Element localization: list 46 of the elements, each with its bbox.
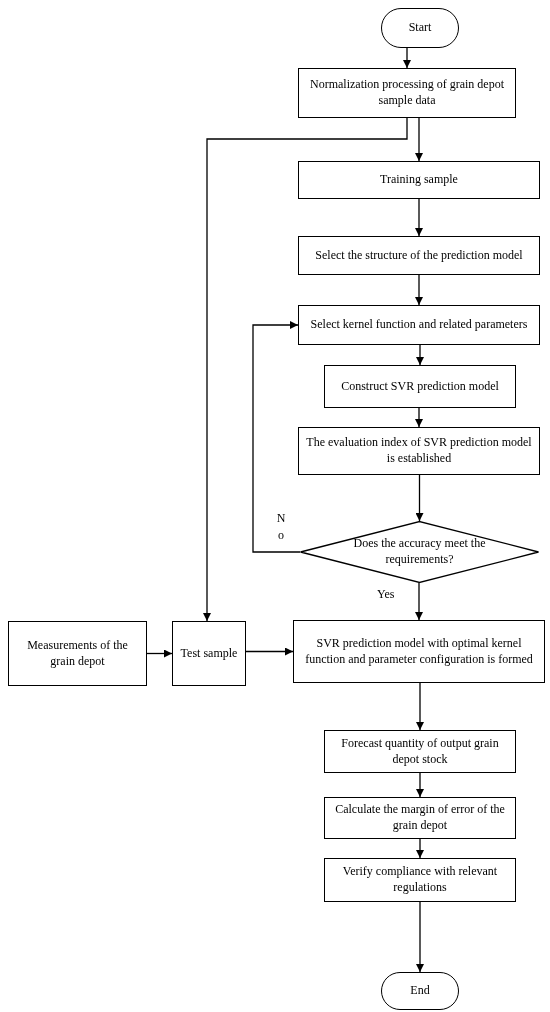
arrow bbox=[415, 407, 423, 428]
arrow bbox=[146, 649, 173, 658]
terminal-box bbox=[381, 972, 459, 1010]
node-text: Verify compliance with relevant regulations bbox=[341, 864, 499, 896]
arrow bbox=[252, 321, 301, 553]
process-box bbox=[298, 427, 540, 475]
arrow bbox=[416, 901, 424, 973]
process-box bbox=[324, 730, 516, 773]
arrow bbox=[416, 772, 424, 798]
arrow bbox=[416, 344, 424, 366]
node-text: Does the accuracy meet the requirements? bbox=[352, 536, 487, 568]
node-text: Select the structure of the prediction model bbox=[315, 247, 523, 264]
decision-diamond bbox=[300, 521, 539, 583]
arrow bbox=[416, 682, 424, 731]
process-box bbox=[324, 797, 516, 839]
node-text: Forecast quantity of output grain depot stock bbox=[340, 735, 500, 768]
node-text: Test sample bbox=[180, 645, 238, 662]
process-box bbox=[324, 365, 516, 408]
arrow bbox=[415, 474, 424, 522]
node-text: Calculate the margin of error of the grain depot bbox=[334, 802, 506, 834]
arrow bbox=[403, 47, 411, 69]
process-box bbox=[298, 68, 516, 118]
process-box bbox=[298, 236, 540, 275]
process-box bbox=[172, 621, 246, 686]
arrow bbox=[415, 198, 423, 237]
node-text: Normalization processing of grain depot sample data bbox=[309, 77, 505, 109]
process-box bbox=[293, 620, 545, 683]
arrow bbox=[416, 838, 424, 859]
arrow bbox=[203, 117, 408, 622]
process-box bbox=[298, 161, 540, 199]
process-box bbox=[324, 858, 516, 902]
process-box bbox=[8, 621, 147, 686]
node-text: Start bbox=[408, 20, 432, 36]
node-text: Construct SVR prediction model bbox=[341, 378, 499, 395]
node-text: End bbox=[410, 983, 430, 999]
terminal-box bbox=[381, 8, 459, 48]
node-text: Measurements of the grain depot bbox=[26, 637, 129, 670]
arrow bbox=[415, 582, 423, 621]
process-box bbox=[298, 305, 540, 345]
arrow bbox=[415, 274, 423, 306]
node-text: Training sample bbox=[380, 172, 458, 188]
node-text: Select kernel function and related parameters bbox=[310, 317, 528, 333]
node-text: SVR prediction model with optimal kernel function and parameter configuration is formed bbox=[304, 635, 534, 668]
node-text: The evaluation index of SVR prediction model is established bbox=[305, 435, 533, 467]
arrow bbox=[245, 647, 294, 656]
arrow bbox=[415, 117, 423, 162]
